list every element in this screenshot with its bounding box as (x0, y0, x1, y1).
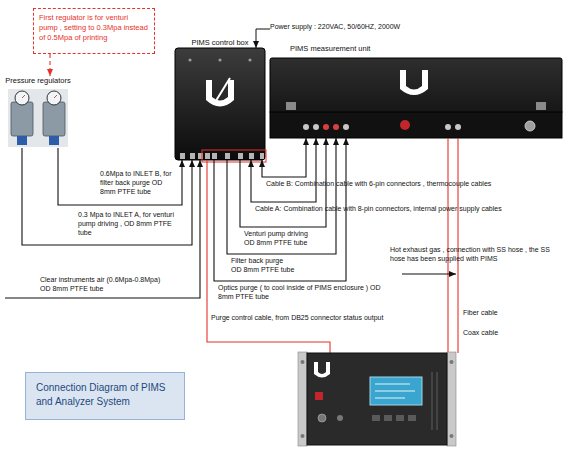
panel-knob (337, 415, 343, 421)
rack-ear (298, 352, 307, 446)
display-line (375, 391, 415, 392)
connector-label: 0.3 Mpa to INLET A, for venturi pump dri… (78, 211, 178, 237)
fiber-cable (447, 138, 448, 353)
analyzer-illustration (298, 352, 456, 446)
device-node: PIMS control box (172, 38, 268, 160)
power-line (256, 29, 270, 48)
gauge-needle (22, 95, 25, 98)
connector-line (262, 138, 306, 177)
node-label: Pressure regulators (3, 76, 73, 85)
purge-control-cable (207, 160, 330, 353)
highlight-frame (202, 150, 266, 162)
rack-hole (301, 434, 305, 438)
display-line (375, 384, 410, 385)
panel-button (372, 415, 380, 421)
regulator-illustration (8, 89, 68, 147)
exhaust-note: Hot exhaust gas , connection with SS hos… (390, 246, 558, 264)
tube-port (180, 153, 185, 159)
cable-note: Purge control cable, from DB25 connector… (211, 314, 451, 323)
callout-note: First regulator is for venturi pump , se… (33, 8, 155, 54)
connector-label: Venturi pump driving OD 8mm PTFE tube (244, 230, 316, 248)
rack-hole (450, 360, 454, 364)
coax-cable (457, 138, 458, 353)
rack-hole (450, 434, 454, 438)
exhaust-port (525, 121, 535, 131)
tube-port (225, 153, 230, 159)
key-switch (400, 120, 410, 130)
panel-button (408, 415, 416, 421)
pressure-gauge (15, 91, 29, 105)
connector-line (49, 54, 50, 76)
connector-label: Filter back purge OD 8mm PTFE tube (231, 257, 295, 275)
connector (303, 124, 309, 130)
node-label: PIMS control box (172, 38, 268, 47)
indicator-lamp (218, 58, 221, 61)
latch (286, 102, 296, 110)
logo-mark (214, 78, 230, 104)
analyzer-panel (307, 353, 447, 445)
regulator-body (11, 102, 33, 136)
connector (343, 124, 349, 130)
unit-front-face (270, 112, 562, 138)
connector-label: 0.6Mpa to INLET B, for filter back purge… (100, 170, 178, 196)
logo-mark (400, 70, 428, 95)
exhaust-arrow (402, 273, 456, 274)
analyzer-display (370, 377, 422, 405)
coax-connector (455, 124, 461, 130)
display-line (375, 398, 405, 399)
gauge-needle (54, 95, 57, 98)
device-node: Pressure regulators (3, 76, 73, 148)
cable-port (249, 153, 254, 159)
rack-hole (301, 360, 305, 364)
node-label: PIMS measurement unit (268, 44, 562, 53)
cable-port (260, 153, 264, 159)
node-label: First regulator is for venturi pump , se… (39, 13, 149, 42)
vent-slot (431, 372, 433, 430)
control-box-body (175, 48, 265, 160)
logo-mark (314, 362, 330, 378)
panel-button (396, 415, 404, 421)
cable-name: Fiber cable (463, 309, 523, 318)
measurement-unit-illustration (270, 58, 562, 138)
indicator-lamp (248, 58, 251, 61)
regulator-knob (49, 136, 59, 145)
connector-line (251, 138, 316, 202)
tube-port (212, 153, 217, 159)
connector-line (58, 148, 182, 205)
db25-port (205, 153, 210, 159)
connector-label: Cable A: Combination cable with 8-pin co… (255, 205, 545, 214)
device-node: PIMS measurement unit (268, 44, 562, 138)
connector (333, 124, 339, 130)
unit-top-face (270, 58, 562, 114)
tube-port (190, 153, 195, 159)
connector-label: Cable B: Combination cable with 6-pin co… (266, 180, 528, 189)
regulator-body (43, 102, 65, 136)
indicator-lamp (188, 58, 191, 61)
vent-slot (436, 372, 438, 430)
connector-line (22, 148, 192, 245)
rack-ear (447, 352, 456, 446)
regulator-backplate (8, 89, 68, 147)
connector (323, 124, 329, 130)
connector (313, 124, 319, 130)
latch (536, 102, 546, 110)
pressure-gauge (47, 91, 61, 105)
connector-line (227, 138, 336, 254)
cable-name: Coax cable (463, 329, 523, 338)
diagram-title: Connection Diagram of PIMS and Analyzer … (36, 381, 174, 408)
power-note: Power supply : 220VAC, 50/60HZ, 2000W (270, 23, 470, 32)
panel-knob (318, 414, 326, 422)
regulator-knob (17, 136, 27, 145)
air-supply-tube (5, 160, 200, 298)
title-box: Connection Diagram of PIMS and Analyzer … (25, 372, 185, 420)
fiber-connector (445, 124, 451, 130)
control-box-illustration (175, 48, 266, 162)
tube-note: Clear instruments air (0.6Mpa-0.8Mpa) OD… (40, 276, 168, 294)
tube-port (238, 153, 243, 159)
panel-button (384, 415, 392, 421)
connector-label: Optics purge ( to cool inside of PIMS en… (218, 284, 398, 302)
power-switch (315, 392, 323, 400)
